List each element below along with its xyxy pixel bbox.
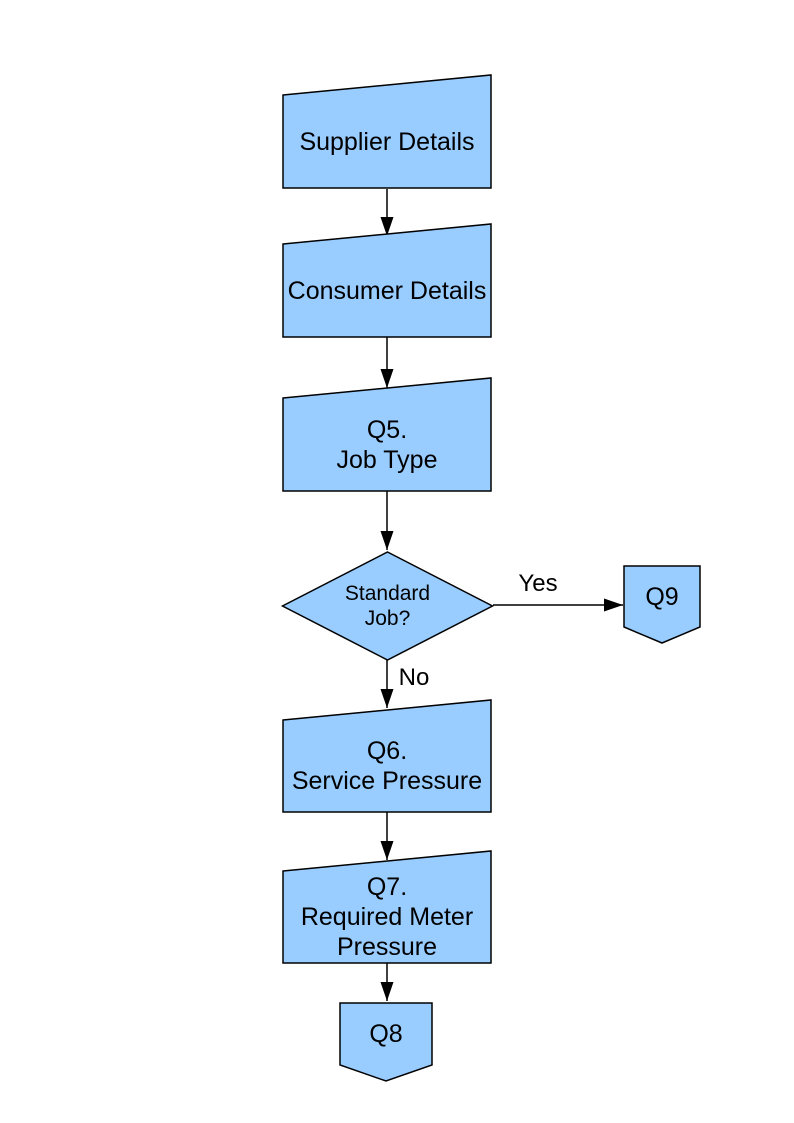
q7-required-meter-pressure-shape (282, 850, 492, 964)
q9-offpage-connector-shape (623, 565, 701, 644)
consumer-details-shape (282, 223, 492, 338)
q5-job-type-shape (282, 377, 492, 492)
q6-service-pressure-shape (282, 699, 492, 813)
q8-offpage-connector-shape (339, 1002, 433, 1082)
supplier-details-shape (282, 74, 492, 189)
standard-job-decision-diamond (280, 551, 495, 661)
